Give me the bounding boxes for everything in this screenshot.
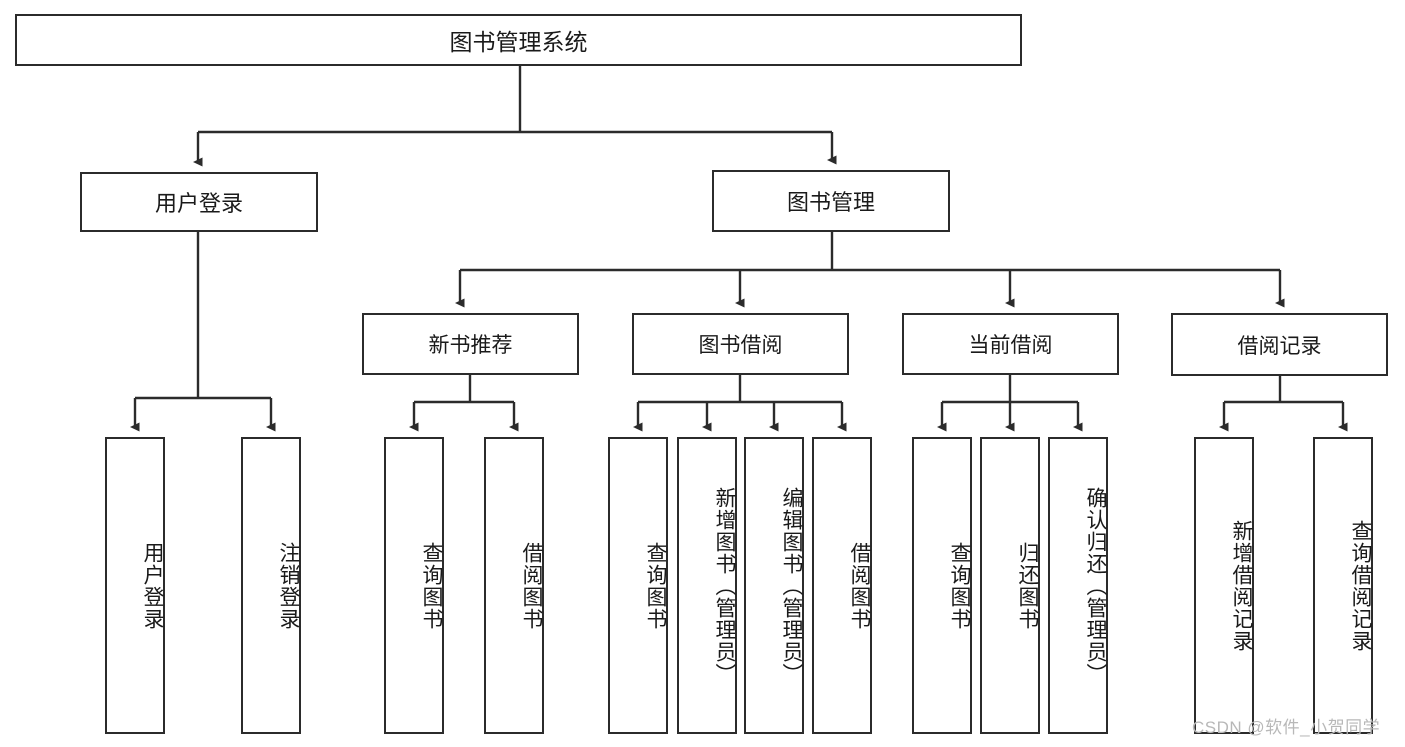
node-book-management[interactable]: 图书管理 — [712, 170, 950, 232]
node-label: 图书借阅 — [698, 334, 783, 357]
node-label: 归还图书 — [1016, 541, 1039, 630]
node-label: 注销登录 — [277, 541, 300, 630]
node-root-system[interactable]: 图书管理系统 — [15, 14, 1022, 66]
node-label: 编辑图书（管理员） — [780, 486, 803, 685]
node-label: 借阅图书 — [520, 541, 543, 630]
node-label: 用户登录 — [141, 541, 164, 630]
node-label: 确认归还（管理员） — [1084, 486, 1107, 685]
leaf-query-book-borrow[interactable]: 查询图书 — [608, 437, 668, 734]
node-user-login[interactable]: 用户登录 — [80, 172, 318, 232]
node-label: 新书推荐 — [428, 334, 513, 357]
node-label: 查询图书 — [420, 541, 443, 630]
leaf-confirm-return-admin[interactable]: 确认归还（管理员） — [1048, 437, 1108, 734]
leaf-query-book-recommend[interactable]: 查询图书 — [384, 437, 444, 734]
node-label: 当前借阅 — [968, 334, 1053, 357]
node-label: 新增图书（管理员） — [713, 486, 736, 685]
leaf-add-book-admin[interactable]: 新增图书（管理员） — [677, 437, 737, 734]
leaf-borrow-book[interactable]: 借阅图书 — [812, 437, 872, 734]
node-label: 查询图书 — [948, 541, 971, 630]
node-label: 图书管理系统 — [449, 29, 588, 55]
node-label: 用户登录 — [154, 191, 243, 216]
node-label: 新增借阅记录 — [1230, 519, 1253, 652]
node-label: 图书管理 — [786, 190, 875, 215]
leaf-borrow-book-recommend[interactable]: 借阅图书 — [484, 437, 544, 734]
leaf-query-book-current[interactable]: 查询图书 — [912, 437, 972, 734]
csdn-watermark: CSDN @软件_小贺同学 — [1192, 718, 1381, 737]
node-label: 借阅图书 — [848, 541, 871, 630]
leaf-add-borrow-record[interactable]: 新增借阅记录 — [1194, 437, 1254, 734]
node-new-book-recommend[interactable]: 新书推荐 — [362, 313, 579, 375]
node-borrow-records[interactable]: 借阅记录 — [1171, 313, 1388, 376]
leaf-return-book[interactable]: 归还图书 — [980, 437, 1040, 734]
node-label: 借阅记录 — [1237, 334, 1322, 358]
leaf-user-login[interactable]: 用户登录 — [105, 437, 165, 734]
node-current-borrow[interactable]: 当前借阅 — [902, 313, 1119, 375]
leaf-edit-book-admin[interactable]: 编辑图书（管理员） — [744, 437, 804, 734]
node-label: 查询图书 — [644, 541, 667, 630]
node-label: 查询借阅记录 — [1349, 519, 1372, 652]
leaf-query-borrow-record[interactable]: 查询借阅记录 — [1313, 437, 1373, 734]
leaf-logout[interactable]: 注销登录 — [241, 437, 301, 734]
node-book-borrow[interactable]: 图书借阅 — [632, 313, 849, 375]
